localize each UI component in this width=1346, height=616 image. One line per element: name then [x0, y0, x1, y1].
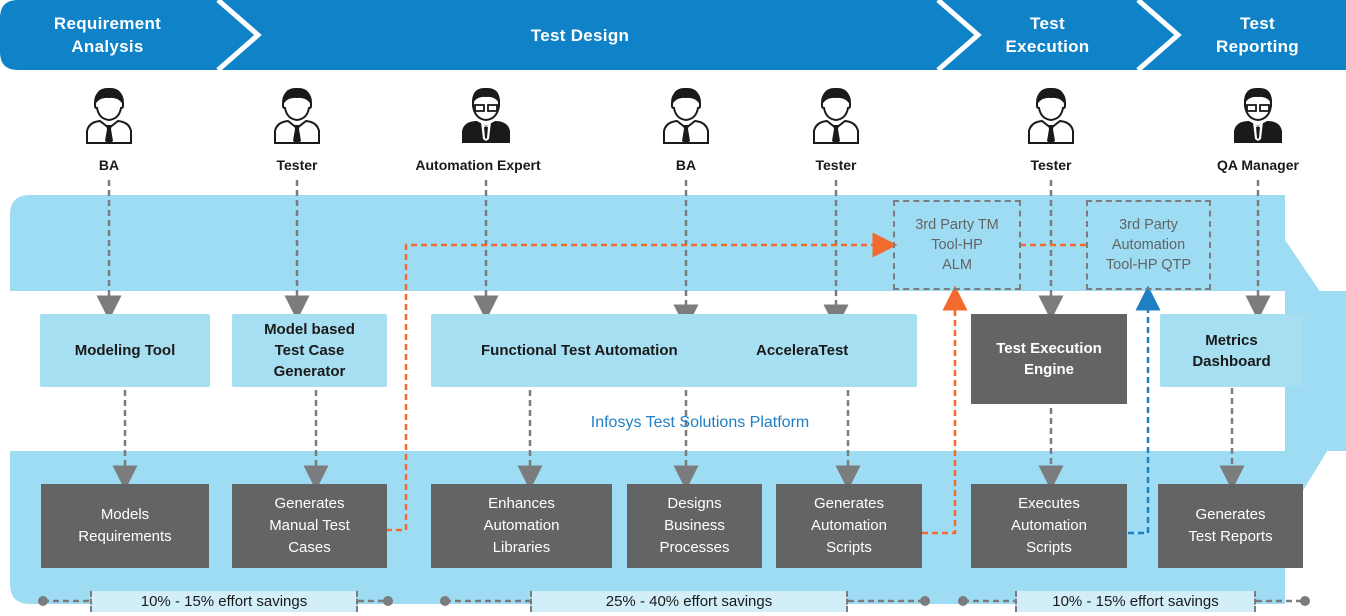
- model-based-test-case-generator: Model based Test Case Generator: [232, 314, 387, 387]
- third-party-automation-tool: 3rd Party Automation Tool-HP QTP: [1086, 200, 1211, 290]
- role-label-qa-manager: QA Manager: [1217, 157, 1299, 173]
- manager-icon: [1233, 89, 1283, 145]
- phase-test-execution: Test Execution: [1005, 14, 1090, 56]
- role-label-automation-expert: Automation Expert: [415, 157, 541, 173]
- phase-requirement-analysis: Requirement Analysis: [53, 14, 162, 56]
- test-execution-engine: Test Execution Engine: [971, 314, 1127, 404]
- role-label-tester: Tester: [1030, 157, 1072, 173]
- output-generates-automation-scripts: Generates Automation Scripts: [776, 484, 922, 568]
- platform-label: Infosys Test Solutions Platform: [590, 414, 810, 431]
- phase-test-reporting: Test Reporting: [1216, 14, 1299, 56]
- modeling-tool: Modeling Tool: [40, 314, 210, 387]
- savings-requirement-analysis: 10% - 15% effort savings: [90, 591, 358, 612]
- manager-icon: [461, 89, 511, 145]
- output-designs-business-processes: Designs Business Processes: [627, 484, 762, 568]
- metrics-dashboard: Metrics Dashboard: [1160, 314, 1303, 387]
- savings-test-execution-reporting: 10% - 15% effort savings: [1015, 591, 1256, 612]
- output-generates-test-reports: Generates Test Reports: [1158, 484, 1303, 568]
- output-executes-automation-scripts: Executes Automation Scripts: [971, 484, 1127, 568]
- role-label-tester: Tester: [815, 157, 857, 173]
- output-generates-manual-test-cases: Generates Manual Test Cases: [232, 484, 387, 568]
- savings-test-design: 25% - 40% effort savings: [530, 591, 848, 612]
- role-label-tester: Tester: [276, 157, 318, 173]
- output-models-requirements: Models Requirements: [41, 484, 209, 568]
- user-icon: [272, 89, 322, 145]
- user-icon: [811, 89, 861, 145]
- role-label-ba: BA: [675, 157, 697, 173]
- acceleratest-label: AcceleraTest: [756, 342, 849, 359]
- user-icon: [661, 89, 711, 145]
- third-party-tm-tool: 3rd Party TM Tool-HP ALM: [893, 200, 1021, 290]
- user-icon: [84, 89, 134, 145]
- functional-test-automation-box: Functional Test Automation AcceleraTest: [431, 314, 917, 387]
- phase-test-design: Test Design: [530, 26, 630, 45]
- output-enhances-automation-libraries: Enhances Automation Libraries: [431, 484, 612, 568]
- user-icon: [1026, 89, 1076, 145]
- role-label-ba: BA: [98, 157, 120, 173]
- functional-test-automation-label: Functional Test Automation: [481, 342, 678, 359]
